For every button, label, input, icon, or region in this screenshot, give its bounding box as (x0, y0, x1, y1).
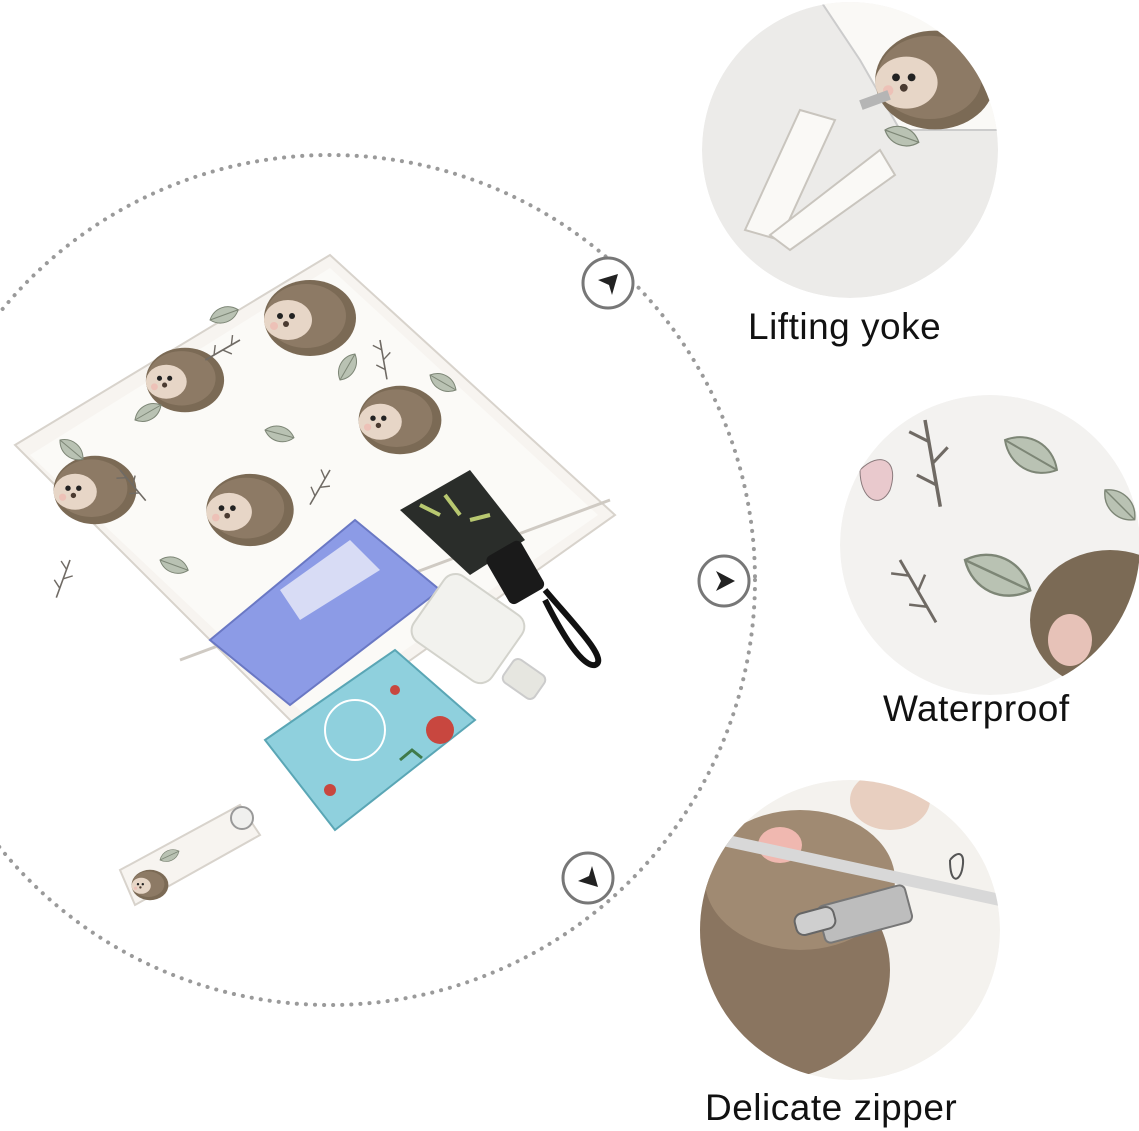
zoom-delicate-zipper (700, 780, 1000, 1080)
cursor-arrow-icon (561, 851, 615, 905)
feature-label-lifting-yoke: Lifting yoke (748, 306, 942, 347)
wrist-strap (118, 803, 262, 907)
feature-label-waterproof: Waterproof (883, 688, 1070, 729)
feature-label-delicate-zipper: Delicate zipper (705, 1087, 958, 1128)
cursor-arrow-icon (697, 554, 751, 608)
dotted-ring (0, 153, 757, 1007)
zoom-waterproof (840, 395, 1139, 695)
cursor-arrow-icon (581, 256, 635, 310)
bag-contents (208, 470, 602, 832)
zoom-lifting-yoke (702, 2, 998, 298)
